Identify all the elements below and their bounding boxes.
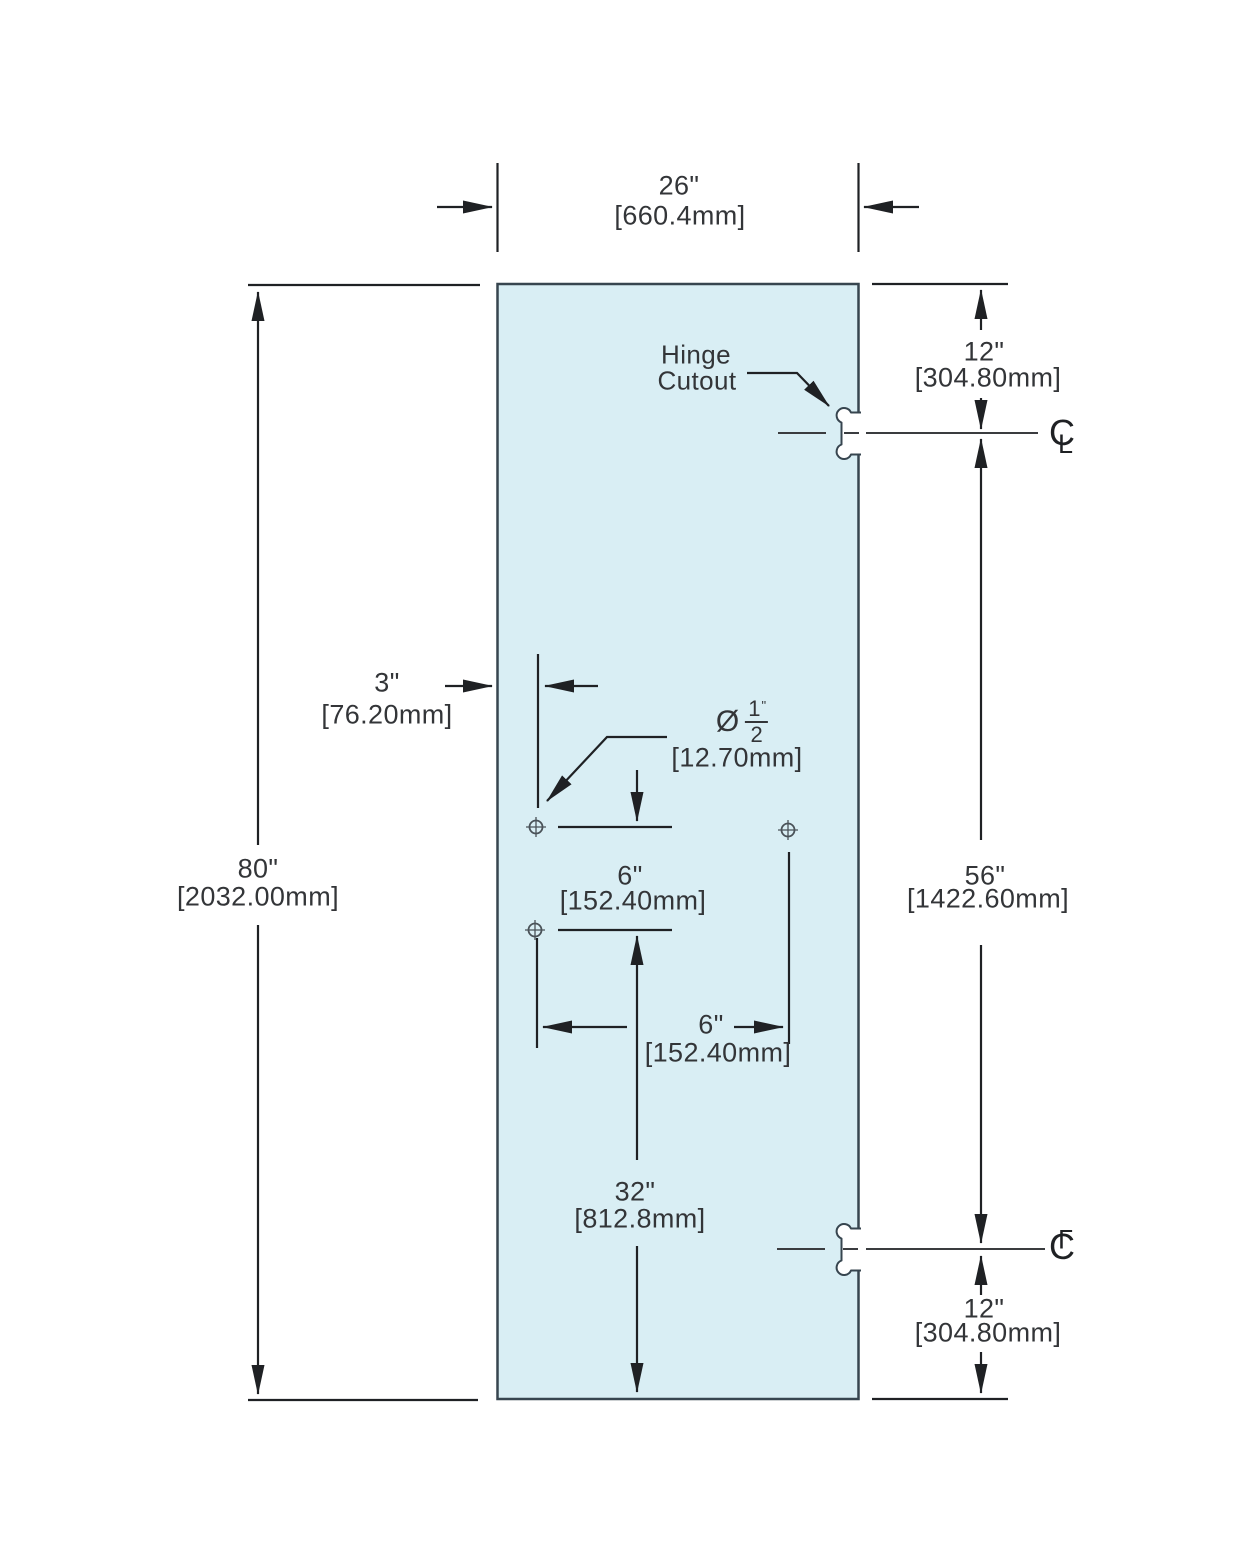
hole-vertical-inches: 6" bbox=[617, 860, 643, 891]
hinge-span-mm: [1422.60mm] bbox=[907, 883, 1069, 914]
hole-bottom-left bbox=[525, 920, 545, 940]
top-hinge-mm: [304.80mm] bbox=[914, 362, 1062, 393]
centerline-symbol-top: C L bbox=[1049, 412, 1075, 459]
hole-top-right bbox=[778, 820, 798, 840]
bottom-hinge-inches: 12" bbox=[963, 1293, 1005, 1324]
door-height-mm: [2032.00mm] bbox=[177, 881, 339, 912]
hole-top-left bbox=[526, 817, 546, 837]
hinge-cutout-label-line1: Hinge bbox=[661, 339, 731, 370]
dim-hole-vertical bbox=[558, 770, 672, 932]
hole-horizontal-mm: [152.40mm] bbox=[644, 1037, 792, 1068]
dim-hole-horizontal bbox=[535, 852, 791, 1048]
hinge-cutout-label-line2: Cutout bbox=[657, 365, 737, 396]
diameter-symbol: Ø bbox=[715, 705, 740, 738]
dim-door-width bbox=[437, 163, 919, 252]
handle-height-inches: 32" bbox=[614, 1176, 656, 1207]
door-height-inches: 80" bbox=[237, 853, 279, 884]
hinge-cutout-leader bbox=[747, 371, 830, 407]
hinge-span-inches: 56" bbox=[964, 860, 1006, 891]
hole-diameter-mm: [12.70mm] bbox=[671, 742, 803, 773]
dim-bottom-hinge bbox=[872, 1255, 1008, 1401]
top-hinge-inches: 12" bbox=[963, 336, 1005, 367]
dim-top-hinge bbox=[872, 282, 1008, 430]
glass-door-panel bbox=[496, 282, 860, 1401]
hole-diameter-leader bbox=[546, 735, 667, 802]
hole-vertical-mm: [152.40mm] bbox=[559, 885, 707, 916]
handle-height-mm: [812.8mm] bbox=[574, 1203, 706, 1234]
bottom-hinge-mm: [304.80mm] bbox=[914, 1317, 1062, 1348]
dim-edge-offset bbox=[445, 654, 598, 808]
dim-door-height bbox=[248, 283, 480, 1402]
door-width-mm: [660.4mm] bbox=[614, 200, 746, 231]
diameter-fraction: 1" 2 bbox=[745, 698, 769, 746]
door-width-inches: 26" bbox=[658, 170, 700, 201]
edge-offset-inches: 3" bbox=[374, 667, 400, 698]
hole-horizontal-inches: 6" bbox=[698, 1009, 724, 1040]
centerline-symbol-bottom: C L bbox=[1049, 1224, 1075, 1267]
hole-diameter-label: Ø 1" 2 bbox=[715, 698, 769, 746]
edge-offset-mm: [76.20mm] bbox=[321, 699, 453, 730]
